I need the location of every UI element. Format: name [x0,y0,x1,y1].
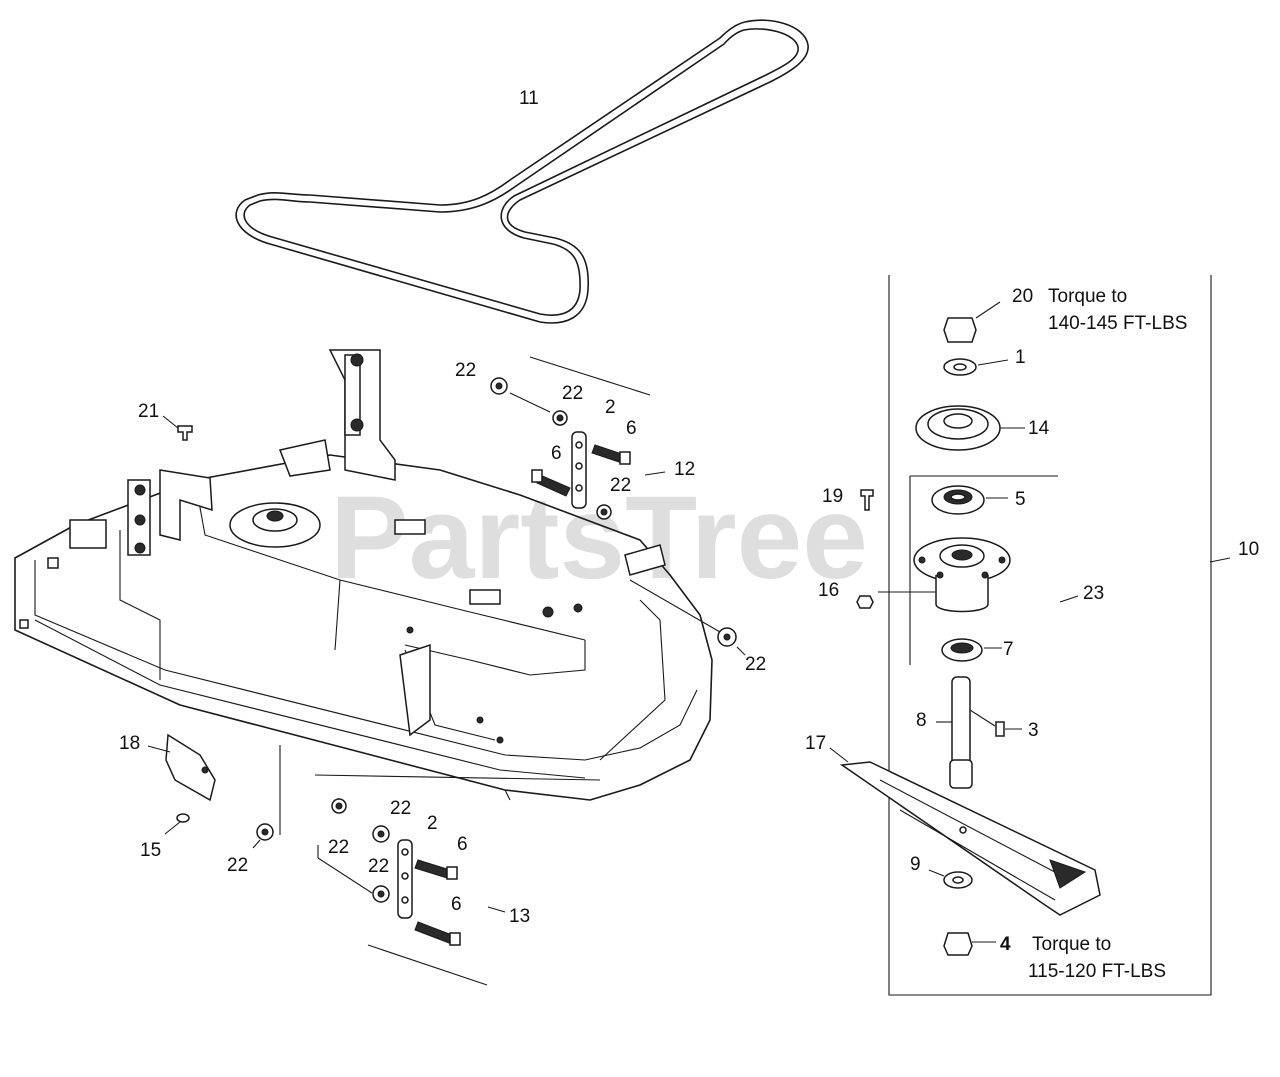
callout-22-e: 22 [227,855,248,876]
callout-22-d: 22 [745,654,766,675]
callout-22-c: 22 [610,475,631,496]
callout-9: 9 [910,854,921,875]
callout-4: 4 [1000,934,1011,955]
hardware-left [147,415,274,849]
callout-6-c: 6 [457,834,468,855]
callout-2-a: 2 [605,397,616,418]
idler-assembly-12 [490,356,666,520]
callout-6-d: 6 [451,894,462,915]
callout-19: 19 [822,486,843,507]
callout-8: 8 [916,710,927,731]
spindle-assembly-10 [829,275,1231,996]
belt-part-11 [235,19,809,324]
callout-1: 1 [1015,347,1026,368]
idler-assembly-13 [317,798,506,986]
torque-note-top-line1: Torque to [1048,286,1127,307]
callout-22-a: 22 [455,360,476,381]
callout-22-b: 22 [562,383,583,404]
callout-21: 21 [138,401,159,422]
callout-16: 16 [818,580,839,601]
torque-note-bottom-line1: Torque to [1032,934,1111,955]
callout-6-a: 6 [626,418,637,439]
callout-22-h: 22 [368,856,389,877]
watermark: PartsTree [330,472,868,604]
callout-18: 18 [119,733,140,754]
callout-15: 15 [140,840,161,861]
callout-10: 10 [1238,539,1259,560]
mower-deck [14,349,713,835]
callout-22-f: 22 [390,798,411,819]
callout-13: 13 [509,906,530,927]
callout-14: 14 [1028,418,1050,439]
callout-22-g: 22 [328,837,349,858]
callout-6-b: 6 [551,443,562,464]
torque-note-top-line2: 140-145 FT-LBS [1048,313,1187,334]
torque-note-bottom-line2: 115-120 FT-LBS [1028,961,1166,982]
hardware-right [629,579,746,656]
callout-17: 17 [805,733,826,754]
callout-2-b: 2 [427,813,438,834]
callout-20: 20 [1012,286,1033,307]
callout-11: 11 [519,88,539,109]
callout-7: 7 [1003,639,1014,660]
callout-23: 23 [1083,583,1104,604]
callout-5: 5 [1015,489,1026,510]
callout-3: 3 [1028,720,1039,741]
callout-12: 12 [674,459,695,480]
